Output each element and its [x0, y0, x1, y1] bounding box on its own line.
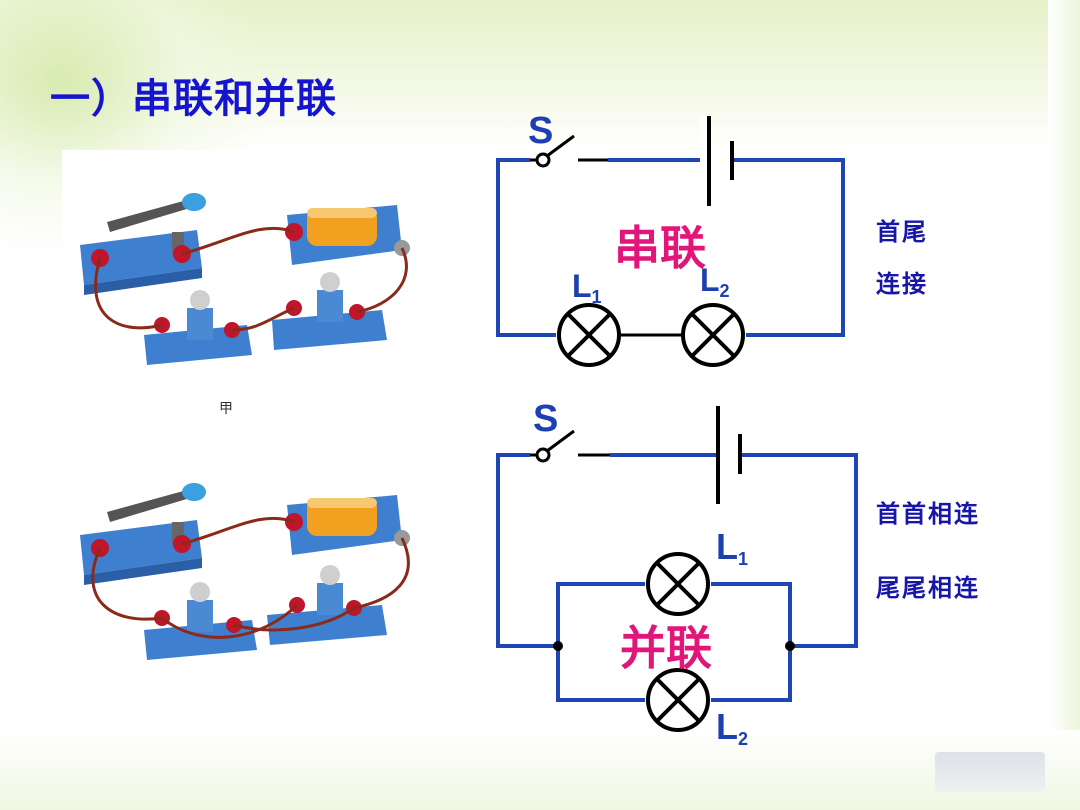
- series-lamp-2: [681, 303, 745, 367]
- series-switch: [535, 134, 575, 168]
- parallel-switch: [530, 429, 575, 463]
- series-circuit-diagram: [496, 116, 845, 367]
- series-battery: [700, 116, 734, 206]
- parallel-circuit-diagram: [496, 406, 858, 732]
- junction-left: [553, 641, 563, 651]
- parallel-lamp-1-label: L1: [716, 526, 749, 569]
- parallel-type-label: 并联: [620, 621, 712, 675]
- parallel-lamp-2: [646, 668, 710, 732]
- series-switch-label: S: [528, 110, 554, 152]
- parallel-wire-left: [496, 453, 558, 648]
- series-lamp-2-label: L2: [700, 262, 730, 301]
- watermark-logo: [935, 752, 1045, 792]
- parallel-note-line1: 首首相连: [876, 499, 980, 528]
- background-bottom: [0, 730, 1080, 810]
- series-note-line2: 连接: [876, 269, 928, 298]
- junction-right: [785, 641, 795, 651]
- parallel-battery: [716, 406, 742, 504]
- parallel-apparatus: [80, 483, 410, 660]
- parallel-branch-bottom: [556, 646, 645, 702]
- slide-title: 一）串联和并联: [50, 76, 337, 122]
- circuit-photo-illustration: [80, 193, 410, 660]
- circuit-photo: [62, 150, 446, 680]
- parallel-lamp-2-label: L2: [716, 706, 749, 749]
- series-lamp-1-label: L1: [572, 268, 602, 307]
- series-wire-left: [496, 158, 556, 337]
- parallel-lamp-1: [646, 552, 710, 616]
- parallel-wire-right: [738, 453, 858, 648]
- series-note-line1: 首尾: [876, 217, 928, 246]
- parallel-branch-top: [556, 582, 645, 646]
- parallel-switch-label: S: [533, 398, 559, 440]
- series-type-label: 串联: [614, 221, 706, 275]
- photo-caption: 甲: [219, 401, 233, 417]
- series-apparatus: [80, 193, 410, 365]
- parallel-note-line2: 尾尾相连: [876, 573, 980, 602]
- series-lamp-1: [557, 303, 621, 367]
- background-right-strip: [1048, 0, 1080, 810]
